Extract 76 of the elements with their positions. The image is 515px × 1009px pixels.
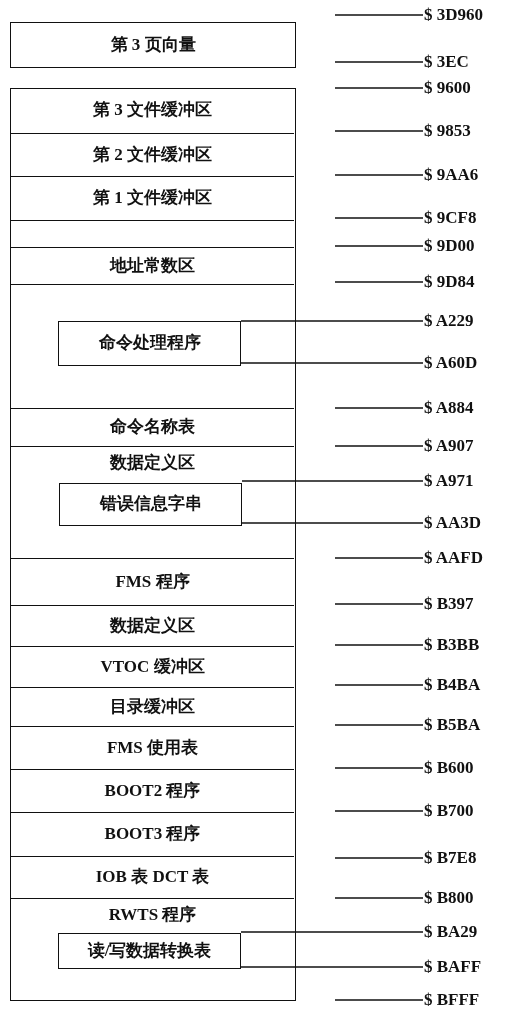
address-text: $ B7E8 [424, 848, 477, 867]
leader-line [334, 281, 424, 283]
address-text: $ 9D00 [424, 236, 475, 255]
address-text: $ 9CF8 [424, 208, 477, 227]
leader-line [240, 320, 424, 322]
leader-line [334, 724, 424, 726]
leader-line [334, 87, 424, 89]
leader-line [334, 897, 424, 899]
region-label: 第 3 文件缓冲区 [92, 100, 213, 120]
address-text: $ A971 [424, 471, 474, 490]
address-text: $ BA29 [424, 922, 478, 941]
region-label: FMS 使用表 [105, 737, 200, 758]
address-text: $ BAFF [424, 957, 482, 976]
address-text: $ A884 [424, 398, 474, 417]
region-label: 命令名称表 [109, 417, 196, 437]
region-label: BOOT2 程序 [103, 780, 202, 801]
region-label: FMS 程序 [114, 571, 191, 592]
address-text: $ B3BB [424, 635, 480, 654]
address-text: $ AAFD [424, 548, 484, 567]
leader-line [240, 931, 424, 933]
address-text: $ B5BA [424, 715, 481, 734]
leader-line [334, 644, 424, 646]
address-text: $ 9600 [424, 78, 471, 97]
region-label: BOOT3 程序 [103, 824, 202, 844]
leader-line [334, 407, 424, 409]
leader-line [334, 445, 424, 447]
address-text: $ BFFF [424, 990, 480, 1009]
leader-line [240, 362, 424, 364]
address-text: $ 3EC [424, 52, 469, 71]
leader-line [334, 684, 424, 686]
region-label: 错误信息字串 [98, 494, 203, 514]
leader-line [334, 217, 424, 219]
memory-region-box [10, 22, 296, 68]
address-text: $ A229 [424, 311, 474, 330]
leader-line [241, 480, 424, 482]
memory-region-box [59, 482, 242, 526]
address-text: $ 3D960 [424, 5, 484, 24]
leader-line [334, 810, 424, 812]
leader-line [334, 857, 424, 859]
region-label: IOB 表 DCT 表 [94, 867, 211, 887]
address-text: $ 9D84 [424, 272, 475, 291]
address-text: $ 9853 [424, 121, 471, 140]
leader-line [334, 130, 424, 132]
address-text: $ AA3D [424, 513, 482, 532]
address-text: $ A60D [424, 353, 478, 372]
leader-line [334, 245, 424, 247]
address-text: $ B700 [424, 801, 474, 820]
address-text: $ B800 [424, 888, 474, 907]
region-label: 第 1 文件缓冲区 [92, 188, 213, 208]
address-text: $ A907 [424, 436, 474, 455]
address-text: $ B397 [424, 594, 474, 613]
leader-line [334, 603, 424, 605]
address-text: $ B4BA [424, 675, 481, 694]
region-label: RWTS 程序 [107, 904, 198, 925]
region-label: 命令处理程序 [97, 333, 202, 353]
address-text: $ B600 [424, 758, 474, 777]
region-label: 地址常数区 [108, 255, 196, 276]
leader-line [334, 999, 424, 1001]
region-label: 目录缓冲区 [109, 696, 196, 717]
leader-line [334, 557, 424, 559]
leader-line [240, 966, 424, 968]
leader-line [334, 767, 424, 769]
leader-line [334, 14, 424, 16]
memory-map-frame [10, 88, 296, 1001]
region-label: 读/写数据转换表 [86, 940, 213, 961]
leader-line [241, 522, 424, 524]
region-label: 第 3 页向量 [109, 35, 197, 55]
region-label: VTOC 缓冲区 [99, 656, 206, 677]
memory-region-box [58, 932, 241, 969]
address-text: $ 9AA6 [424, 165, 479, 184]
region-label: 数据定义区 [109, 615, 196, 636]
region-label: 第 2 文件缓冲区 [92, 144, 213, 165]
leader-line [334, 61, 424, 63]
region-label: 数据定义区 [109, 452, 196, 473]
memory-region-box [58, 320, 241, 366]
leader-line [334, 174, 424, 176]
